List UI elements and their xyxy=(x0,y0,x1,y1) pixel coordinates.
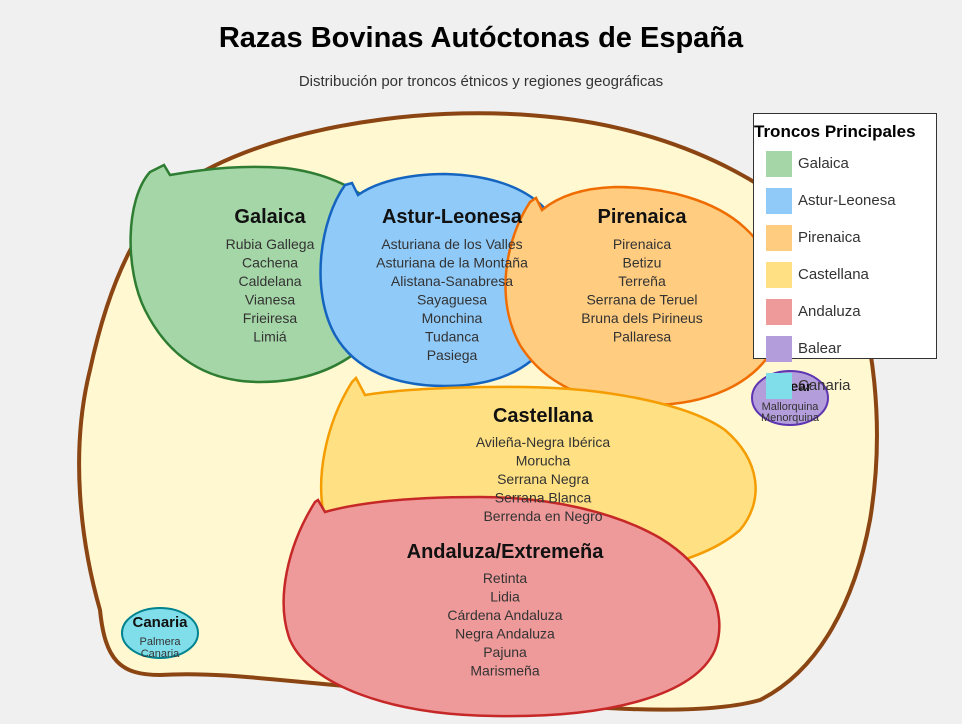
breed-serrana-de-teruel: Serrana de Teruel xyxy=(586,292,697,308)
region-name: Andaluza/Extremeña xyxy=(407,541,605,563)
legend-swatch xyxy=(766,151,792,177)
breed-mallorquina: Mallorquina xyxy=(762,401,820,413)
region-name: Astur-Leonesa xyxy=(382,206,523,228)
region-name: Pirenaica xyxy=(598,206,688,228)
legend-swatch xyxy=(766,225,792,251)
breed-betizu: Betizu xyxy=(623,255,662,271)
breed-marismena: Marismeña xyxy=(470,663,539,679)
breed-vianesa: Vianesa xyxy=(245,292,296,308)
legend-item-andaluza: Andaluza xyxy=(766,299,946,325)
breed-sayaguesa: Sayaguesa xyxy=(417,292,487,308)
page-subtitle: Distribución por troncos étnicos y regio… xyxy=(298,73,664,90)
legend-box: Troncos Principales Galaica Astur-Leones… xyxy=(753,113,937,399)
breed-cachena: Cachena xyxy=(242,255,298,271)
region-name: Galaica xyxy=(234,206,306,228)
breed-frieiresa: Frieiresa xyxy=(243,310,298,326)
breed-berrenda-en-negro: Berrenda en Negro xyxy=(483,508,602,524)
region-label-balear: BalearMallorquinaMenorquina xyxy=(761,378,820,424)
breed-negra-andaluza: Negra Andaluza xyxy=(455,626,555,642)
legend-item-balear: Balear xyxy=(766,336,946,362)
breed-canaria: Canaria xyxy=(141,648,180,660)
breed-asturiana-de-los-valles: Asturiana de los Valles xyxy=(381,236,522,252)
breed-lidia: Lidia xyxy=(490,589,520,605)
island-canaria xyxy=(121,607,199,659)
legend-swatch xyxy=(766,299,792,325)
legend-label: Pirenaica xyxy=(798,229,861,246)
breed-pasiega: Pasiega xyxy=(427,347,478,363)
breed-cardena-andaluza: Cárdena Andaluza xyxy=(447,607,562,623)
legend-item-canaria: Canaria xyxy=(766,373,946,399)
legend-label: Astur-Leonesa xyxy=(798,192,896,209)
breed-pajuna: Pajuna xyxy=(483,644,527,660)
breed-monchina: Monchina xyxy=(422,310,483,326)
breed-caldelana: Caldelana xyxy=(238,273,301,289)
legend-label: Balear xyxy=(798,340,842,357)
legend-item-castellana: Castellana xyxy=(766,262,946,288)
legend-label: Galaica xyxy=(798,155,849,172)
region-andaluza-extremena xyxy=(282,495,721,718)
legend-item-pirenaica: Pirenaica xyxy=(766,225,946,251)
legend-swatch xyxy=(766,336,792,362)
legend-label: Castellana xyxy=(798,266,869,283)
breed-menorquina: Menorquina xyxy=(761,412,820,424)
breed-asturiana-de-la-montana: Asturiana de la Montaña xyxy=(376,255,528,271)
breed-limia: Limiá xyxy=(253,329,287,345)
region-name: Canaria xyxy=(132,614,188,631)
breed-retinta: Retinta xyxy=(483,570,528,586)
breed-pallaresa: Pallaresa xyxy=(613,329,672,345)
breed-morucha: Morucha xyxy=(516,453,571,469)
breed-serrana-blanca: Serrana Blanca xyxy=(495,490,592,506)
legend-label: Andaluza xyxy=(798,303,861,320)
legend-swatch xyxy=(766,262,792,288)
region-name: Castellana xyxy=(493,405,594,427)
legend-swatch xyxy=(766,188,792,214)
legend-swatch xyxy=(766,373,792,399)
breed-tudanca: Tudanca xyxy=(425,329,479,345)
breed-rubia-gallega: Rubia Gallega xyxy=(226,236,315,252)
legend-title: Troncos Principales xyxy=(754,122,916,141)
legend-item-astur-leonesa: Astur-Leonesa xyxy=(766,188,946,214)
page-title: Razas Bovinas Autóctonas de España xyxy=(218,22,744,54)
breed-pirenaica: Pirenaica xyxy=(613,236,672,252)
legend-item-galaica: Galaica xyxy=(766,151,946,177)
breed-serrana-negra: Serrana Negra xyxy=(497,471,589,487)
breed-palmera: Palmera xyxy=(140,636,182,648)
breed-terrena: Terreña xyxy=(618,273,666,289)
breed-alistana-sanabresa: Alistana-Sanabresa xyxy=(391,273,513,289)
legend-label: Canaria xyxy=(798,377,851,394)
breed-bruna-dels-pirineus: Bruna dels Pirineus xyxy=(581,310,702,326)
breed-avilena-negra-iberica: Avileña-Negra Ibérica xyxy=(476,434,611,450)
